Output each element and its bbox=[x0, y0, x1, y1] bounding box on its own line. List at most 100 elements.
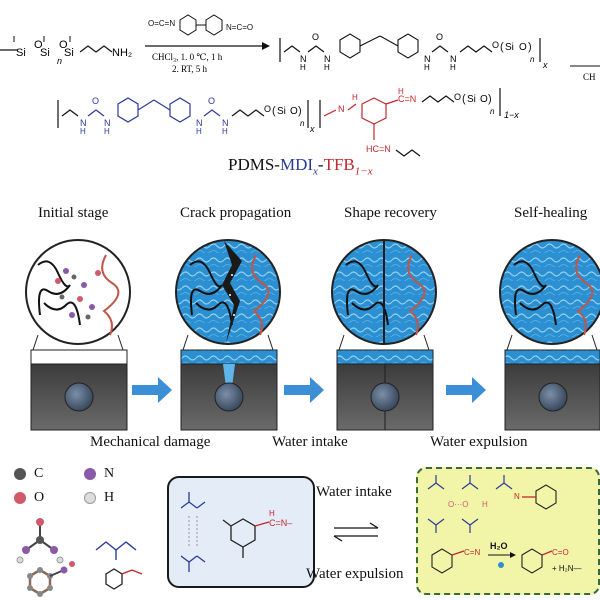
atom-n: N bbox=[450, 54, 457, 64]
atom-h: H bbox=[352, 93, 358, 102]
atom-h: H bbox=[324, 63, 330, 72]
atom-h: H bbox=[269, 509, 275, 518]
atom-si: Si bbox=[505, 42, 514, 53]
hydrated-product-box: O···O H N C=N H₂O C=O + H₂N— bbox=[416, 467, 600, 595]
atom-h: H bbox=[424, 63, 430, 72]
svg-text:(: ( bbox=[462, 93, 466, 105]
atom-n: N bbox=[104, 118, 111, 128]
polymer-name: PDMS-MDIx-TFB1−x bbox=[228, 155, 373, 177]
imine-line-structure-icon bbox=[105, 568, 143, 590]
polymer-name-x: x bbox=[313, 165, 318, 178]
reaction-scheme: Si O Si O Si n NH₂ O=C=N N=C=O CHCl₃, 1.… bbox=[0, 14, 600, 157]
svg-text:C=N: C=N bbox=[398, 94, 416, 104]
atom-n: N bbox=[222, 118, 229, 128]
atom-si: Si bbox=[64, 47, 74, 59]
atom-n: N bbox=[80, 118, 87, 128]
reaction-conditions-2: 2. RT, 5 h bbox=[172, 64, 208, 74]
nitrogen-atom-icon bbox=[84, 468, 96, 480]
legend-item-oxygen: O bbox=[14, 490, 84, 506]
oxygen-atom-icon bbox=[14, 492, 26, 504]
atom-h: H bbox=[300, 63, 306, 72]
stage-label-initial: Initial stage bbox=[38, 205, 109, 221]
polymer-name-tfb: TFB bbox=[323, 155, 355, 174]
product-structures: O···O H N C=N H₂O C=O + H₂N— bbox=[427, 475, 582, 574]
stage-panel-crack bbox=[175, 239, 281, 431]
atom-o: O bbox=[492, 40, 499, 50]
polymer-name-sub: 1−x bbox=[354, 165, 373, 178]
stage-panel-initial bbox=[25, 239, 131, 431]
atom-o: O bbox=[480, 94, 488, 105]
atom-o: O bbox=[454, 92, 461, 102]
svg-text:): ) bbox=[298, 105, 302, 117]
copolymer-structure: N H O N H N H O N H O ( Si O ) n x N H C… bbox=[57, 87, 519, 157]
urea-ball-model-icon bbox=[16, 518, 64, 564]
atom-h: H bbox=[196, 127, 202, 136]
subscript-x: x bbox=[309, 124, 315, 134]
atom-o: O bbox=[436, 32, 443, 42]
equilibrium-forward-label: Water intake bbox=[316, 484, 392, 500]
stage-label-shape-recovery: Shape recovery bbox=[344, 205, 437, 221]
stage-panel-shape-recovery bbox=[331, 239, 437, 431]
hydrogen-atom-icon bbox=[84, 492, 96, 504]
mdi-reagent: O=C=N N=C=O bbox=[148, 14, 253, 36]
svg-text:HC=N: HC=N bbox=[366, 144, 391, 154]
atom-o: O bbox=[312, 32, 319, 42]
equilibrium-arrows-icon bbox=[333, 522, 379, 542]
carbon-atom-icon bbox=[14, 468, 26, 480]
urea-line-structure-icon bbox=[95, 541, 137, 560]
process-label-damage: Mechanical damage bbox=[90, 434, 211, 450]
process-arrow-2 bbox=[284, 377, 324, 403]
atom-o: O bbox=[290, 106, 298, 117]
subscript-n: n bbox=[490, 107, 495, 116]
atom-si: Si bbox=[40, 47, 50, 59]
atom-h: H bbox=[80, 127, 86, 136]
subscript-1-minus-x: 1−x bbox=[504, 110, 519, 120]
water-label: H₂O bbox=[490, 541, 508, 551]
water-drop-icon bbox=[498, 562, 504, 568]
svg-text:H: H bbox=[482, 500, 488, 509]
legend-item-carbon: C bbox=[14, 466, 84, 482]
atom-o: O bbox=[34, 39, 43, 51]
subscript-x: x bbox=[542, 60, 548, 70]
continuation-label: CH bbox=[583, 72, 596, 82]
atom-o: O bbox=[519, 42, 527, 53]
stage-label-crack: Crack propagation bbox=[180, 205, 292, 221]
svg-text:C=N–: C=N– bbox=[269, 518, 292, 528]
atom-n: N bbox=[424, 54, 431, 64]
svg-text:): ) bbox=[488, 93, 492, 105]
atom-si: Si bbox=[467, 94, 476, 105]
svg-text:N=C=O: N=C=O bbox=[226, 23, 253, 32]
svg-text:(: ( bbox=[500, 41, 504, 53]
atom-o: O bbox=[92, 96, 99, 106]
amine-group: NH₂ bbox=[112, 47, 132, 59]
polymer-name-prefix: PDMS- bbox=[228, 155, 280, 174]
legend-item-nitrogen: N bbox=[84, 466, 154, 482]
svg-text:N: N bbox=[514, 492, 520, 501]
healing-stages bbox=[25, 239, 600, 431]
atom-o: O bbox=[208, 96, 215, 106]
stage-panel-self-healing bbox=[499, 239, 600, 431]
pdms-mdi-product: N H O N H N H O N H O ( Si O ) n x CH bbox=[279, 32, 600, 82]
atom-o: O bbox=[264, 104, 271, 114]
atom-n: N bbox=[300, 54, 307, 64]
process-arrow-1 bbox=[132, 377, 172, 403]
svg-text:C=O: C=O bbox=[552, 548, 569, 557]
process-arrow-3 bbox=[446, 377, 486, 403]
atom-legend: C N O H bbox=[14, 466, 154, 506]
process-label-water-intake: Water intake bbox=[272, 434, 348, 450]
reaction-arrow bbox=[145, 42, 270, 50]
process-label-water-expulsion: Water expulsion bbox=[430, 434, 528, 450]
equilibrium-reverse-label: Water expulsion bbox=[306, 566, 404, 582]
atom-h: H bbox=[104, 127, 110, 136]
atom-n: N bbox=[338, 104, 345, 114]
reactant-structures: C=N– H bbox=[180, 492, 292, 572]
polymer-name-dash: - bbox=[317, 155, 324, 174]
atom-h: H bbox=[450, 63, 456, 72]
atom-o: O bbox=[59, 39, 68, 51]
legend-model-structures bbox=[16, 518, 143, 597]
svg-text:O···O: O···O bbox=[448, 500, 468, 509]
svg-text:(: ( bbox=[272, 105, 276, 117]
subscript-n: n bbox=[57, 56, 62, 66]
reaction-conditions-1: CHCl₃, 1. 0 ℃, 1 h bbox=[152, 52, 223, 62]
pdms-starting-material: Si O Si O Si n NH₂ bbox=[0, 36, 132, 66]
